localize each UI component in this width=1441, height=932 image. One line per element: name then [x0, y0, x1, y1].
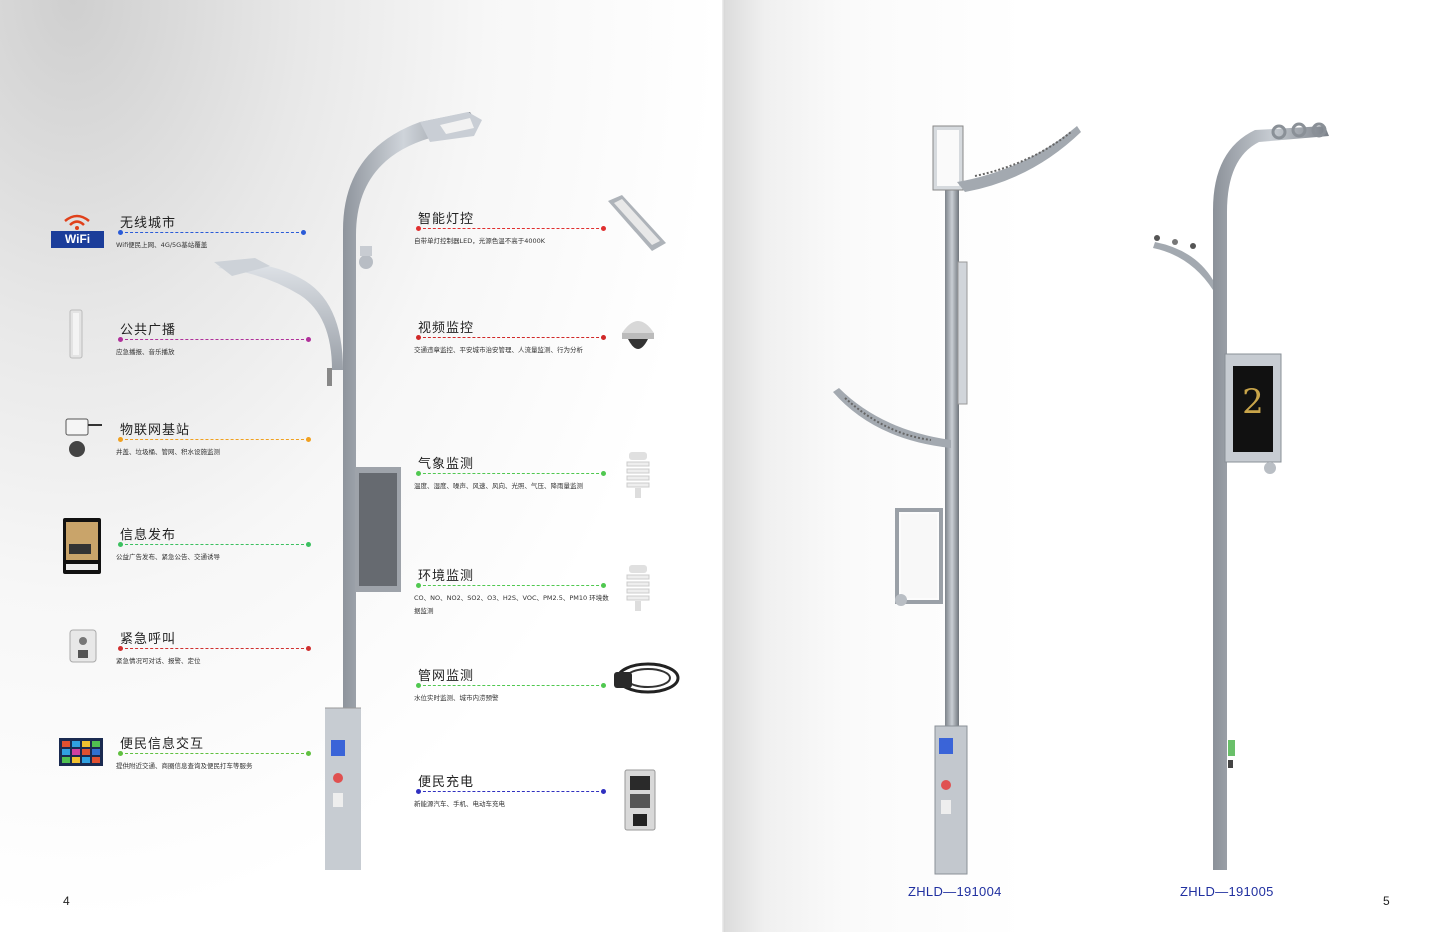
feature-connector	[118, 337, 311, 342]
feature-desc: CO、NO、NO2、SO2、O3、H2S、VOC、PM2.5、PM10 环境数据…	[414, 594, 609, 615]
right-page: 2 ZHLD—191004 ZHLD—191005 5	[725, 0, 1441, 932]
model-label: ZHLD—191005	[1180, 884, 1274, 899]
feature-title: 物联网基站	[120, 423, 191, 438]
feature-title: 管网监测	[418, 669, 475, 684]
feature-desc: 新能源汽车、手机、电动车充电	[414, 800, 505, 808]
page-number: 4	[63, 894, 70, 908]
feature-desc: 温度、湿度、噪声、风速、风向、光照、气压、降雨量监测	[414, 482, 583, 490]
feature-connector	[416, 683, 606, 688]
page-number: 5	[1383, 894, 1390, 908]
model-label: ZHLD—191004	[908, 884, 1002, 899]
feature-connector	[416, 471, 606, 476]
feature-title: 紧急呼叫	[120, 632, 177, 647]
feature-title: 公共广播	[120, 323, 177, 338]
feature-connector	[118, 437, 311, 442]
feature-desc: 提供附近交通、商圈信息查询及便民打车等服务	[116, 762, 253, 770]
feature-desc: Wifi便民上网、4G/5G基站覆盖	[116, 241, 208, 249]
feature-connector	[416, 335, 606, 340]
feature-title: 便民信息交互	[120, 737, 205, 752]
feature-desc: 公益广告发布、紧急公告、交通诱导	[116, 553, 220, 561]
feature-title: 视频监控	[418, 321, 475, 336]
feature-connector	[416, 789, 606, 794]
wifi-logo-icon: WiFi	[51, 212, 104, 248]
feature-title: 智能灯控	[418, 212, 475, 227]
feature-title: 便民充电	[418, 775, 475, 790]
feature-desc: 自带单灯控制器LED，光源色温不高于4000K	[414, 237, 546, 245]
feature-title: 环境监测	[418, 569, 475, 584]
feature-connector	[118, 646, 311, 651]
feature-connector	[118, 751, 311, 756]
feature-desc: 应急播报、音乐播放	[116, 348, 175, 356]
smart-pole-illustration	[214, 112, 482, 870]
feature-desc: 井盖、垃圾桶、管网、积水设施监测	[116, 448, 220, 456]
feature-connector	[416, 226, 606, 231]
feature-title: 信息发布	[120, 528, 177, 543]
feature-title: 气象监测	[418, 457, 475, 472]
wifi-logo-text: WiFi	[64, 232, 91, 246]
feature-connector	[416, 583, 606, 588]
feature-connector	[118, 230, 306, 235]
poster-number: 2	[1242, 382, 1264, 422]
feature-desc: 紧急情况可对话、报警、定位	[116, 657, 201, 665]
feature-connector	[118, 542, 311, 547]
left-page: WiFi	[0, 0, 725, 932]
feature-desc: 水位实时监测、城市内涝预警	[414, 694, 499, 702]
feature-title: 无线城市	[120, 216, 177, 231]
feature-desc: 交通违章监控、平安城市治安管理、人流量监测、行为分析	[414, 346, 583, 354]
pole-model-191004	[833, 122, 1329, 875]
